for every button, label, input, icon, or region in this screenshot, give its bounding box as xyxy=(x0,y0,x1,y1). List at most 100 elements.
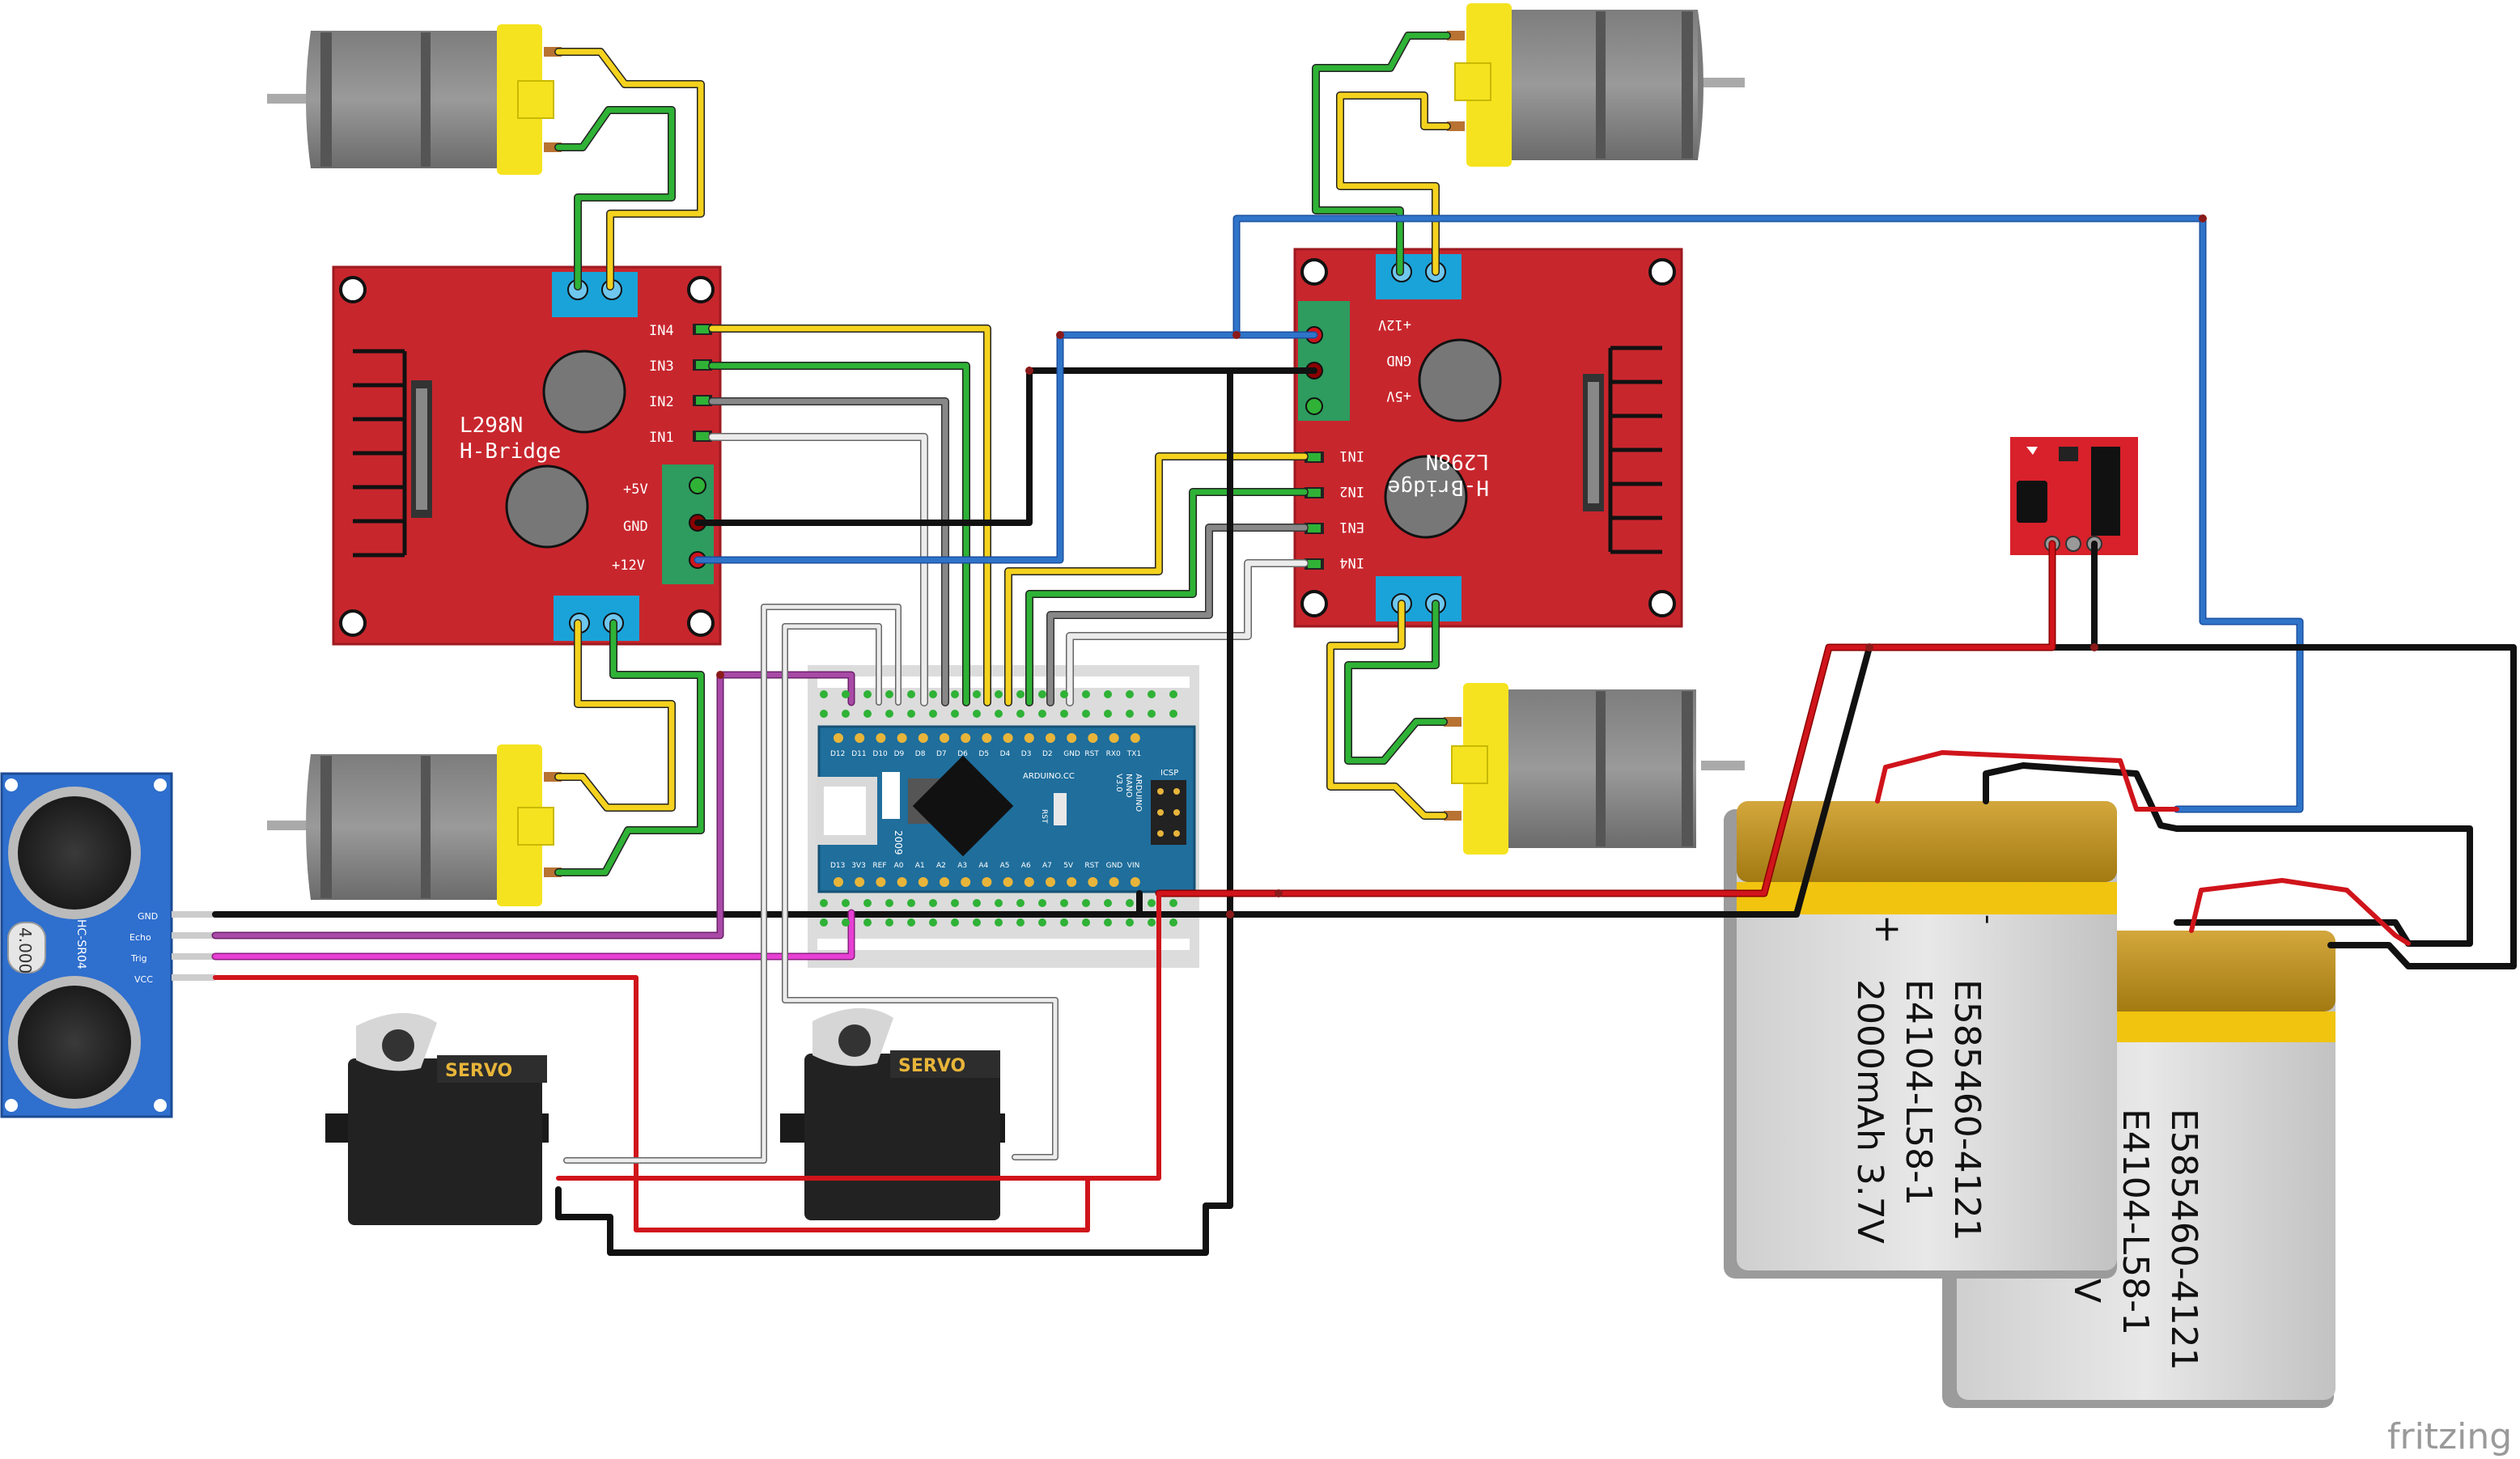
charger-module xyxy=(2010,437,2138,555)
nano-top-pin-label: D6 xyxy=(957,750,968,758)
nano-bottom-pin xyxy=(897,877,907,887)
nano-top-pin-label: D11 xyxy=(851,750,866,758)
nano-bottom-pin xyxy=(1088,877,1098,887)
battery-1-minus: - xyxy=(1972,914,2005,924)
breadboard-hole xyxy=(842,710,850,718)
nano-icsp: ICSP xyxy=(1160,769,1178,778)
nano-bottom-pin-label: VIN xyxy=(1127,862,1140,870)
breadboard-hole xyxy=(973,690,981,698)
breadboard-hole xyxy=(1060,899,1068,907)
nano-bottom-pin-label: 3V3 xyxy=(851,862,866,870)
breadboard-hole xyxy=(1082,918,1090,927)
nano-bottom-pin xyxy=(834,877,843,887)
servo-left-label: SERVO xyxy=(445,1061,512,1081)
hbridge-left-title2: H-Bridge xyxy=(460,439,561,464)
breadboard-hole xyxy=(885,918,893,927)
breadboard-hole xyxy=(929,690,937,698)
arduino-nano: ARDUINO.CC ARDUINO NANO V3.0 2009 ICSP R… xyxy=(816,725,1196,893)
breadboard-hole xyxy=(1038,899,1046,907)
breadboard-hole xyxy=(1104,690,1112,698)
breadboard-hole xyxy=(1016,690,1025,698)
ultrasonic-sensor: 4.000 HC-SR04 GND Echo Trig VCC xyxy=(0,772,215,1118)
breadboard-hole xyxy=(951,918,959,927)
nano-bottom-pin-label: D13 xyxy=(830,862,845,870)
hbridge-right-terminal-top xyxy=(1376,254,1462,299)
nano-top-pin-label: D4 xyxy=(1000,750,1011,758)
breadboard-hole xyxy=(1060,690,1068,698)
breadboard-hole xyxy=(1082,710,1090,718)
battery-1-line2: E4104-L58-1 xyxy=(1898,979,1939,1206)
breadboard-hole xyxy=(863,690,872,698)
hbridge-right-terminal-bottom xyxy=(1376,576,1462,621)
nano-bottom-pin xyxy=(961,877,971,887)
motor-top-right xyxy=(1447,3,1745,167)
breadboard-hole xyxy=(1169,918,1177,927)
breadboard-hole xyxy=(1126,899,1134,907)
r-pin-gnd: GND xyxy=(1386,352,1411,368)
pin-in1: IN1 xyxy=(649,430,674,446)
breadboard-hole xyxy=(907,899,915,907)
nano-bottom-pin-label: REF xyxy=(872,862,886,870)
breadboard-hole xyxy=(907,710,915,718)
nano-top-pin-label: RX0 xyxy=(1106,750,1121,758)
breadboard-hole xyxy=(1082,899,1090,907)
breadboard-hole xyxy=(995,690,1003,698)
sensor-model: HC-SR04 xyxy=(74,919,87,969)
nano-bottom-pin-label: 5V xyxy=(1063,862,1074,870)
nano-bottom-pin-label: GND xyxy=(1106,862,1123,870)
nano-top-pin xyxy=(961,733,971,743)
sensor-pin-echo: Echo xyxy=(129,932,151,943)
breadboard-hole xyxy=(1016,710,1025,718)
breadboard-hole xyxy=(951,899,959,907)
breadboard-hole xyxy=(973,899,981,907)
breadboard-hole xyxy=(1148,899,1156,907)
breadboard-hole xyxy=(973,710,981,718)
breadboard-hole xyxy=(1060,710,1068,718)
nano-top-pin-label: GND xyxy=(1063,750,1080,758)
breadboard-hole xyxy=(885,690,893,698)
nano-model-2: NANO xyxy=(1124,774,1133,798)
r-pin-5v: +5V xyxy=(1386,388,1411,404)
nano-top-pin-label: D8 xyxy=(915,750,926,758)
servo-left: SERVO xyxy=(325,1012,549,1225)
nano-bottom-pin xyxy=(855,877,865,887)
battery-1-line1: E585460-4121 xyxy=(1946,979,1988,1241)
nano-top-pin-label: D2 xyxy=(1042,750,1053,758)
nano-bottom-pin-label: RST xyxy=(1084,862,1099,870)
breadboard-hole xyxy=(929,710,937,718)
breadboard-hole xyxy=(1126,918,1134,927)
nano-bottom-pin-label: A5 xyxy=(1000,862,1010,870)
breadboard-hole xyxy=(1038,710,1046,718)
breadboard-hole xyxy=(842,690,850,698)
nano-bottom-pin xyxy=(918,877,928,887)
nano-top-pin xyxy=(940,733,949,743)
breadboard-hole xyxy=(907,690,915,698)
breadboard-hole xyxy=(863,899,872,907)
breadboard-hole xyxy=(995,918,1003,927)
breadboard-hole xyxy=(1169,710,1177,718)
nano-bottom-pin-label: A7 xyxy=(1042,862,1052,870)
breadboard-hole xyxy=(1038,690,1046,698)
breadboard-hole xyxy=(951,690,959,698)
nano-bottom-pin-label: A2 xyxy=(936,862,946,870)
r-pin-en1: EN1 xyxy=(1339,519,1364,535)
r-pin-in1: IN1 xyxy=(1339,447,1364,464)
breadboard-hole xyxy=(820,918,828,927)
nano-top-pin xyxy=(918,733,928,743)
motor-bottom-left xyxy=(267,744,562,906)
sensor-pin-gnd: GND xyxy=(138,911,158,922)
fritzing-watermark: fritzing xyxy=(2387,1416,2512,1457)
breadboard-hole xyxy=(995,710,1003,718)
pin-5v: +5V xyxy=(623,481,648,498)
breadboard-hole xyxy=(907,918,915,927)
breadboard-hole xyxy=(863,918,872,927)
breadboard-hole xyxy=(1126,710,1134,718)
wire-joints xyxy=(716,214,2207,918)
servo-right: SERVO xyxy=(780,1007,1005,1220)
breadboard-hole xyxy=(995,899,1003,907)
battery-2-line2: E4104-L58-1 xyxy=(2115,1109,2156,1335)
breadboard-hole xyxy=(1148,690,1156,698)
breadboard-hole xyxy=(1169,690,1177,698)
